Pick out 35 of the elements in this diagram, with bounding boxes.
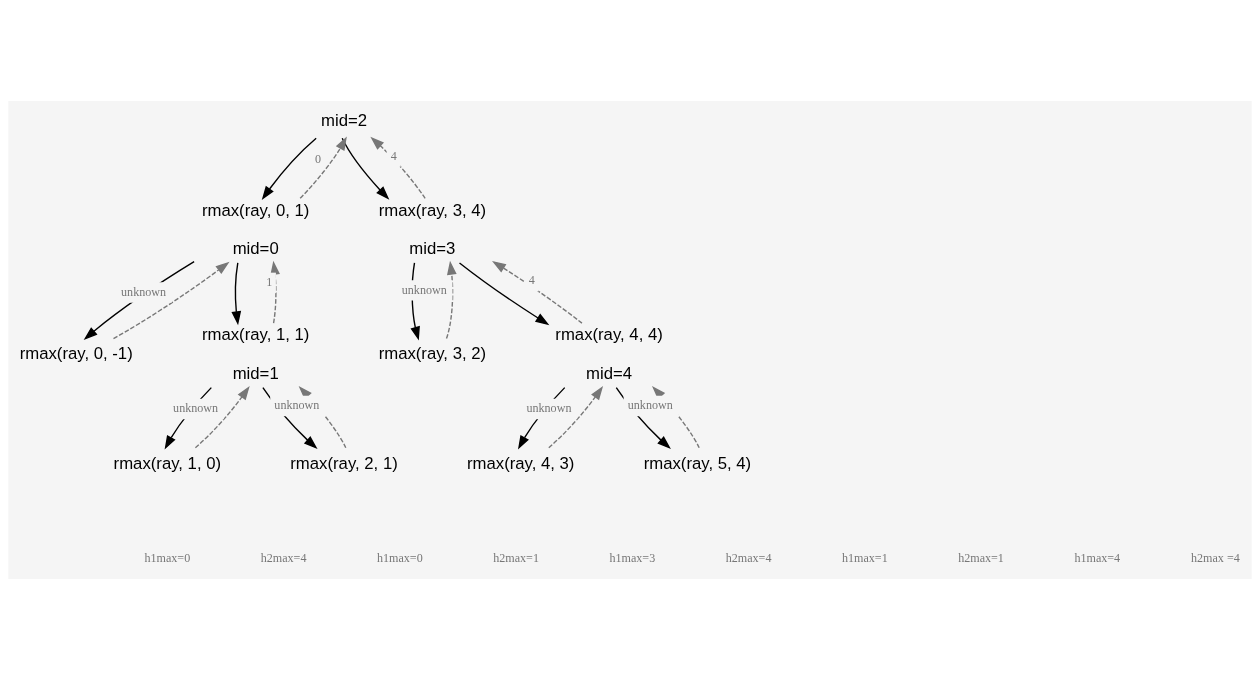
node-text: mid=2 xyxy=(321,110,368,130)
label: h1max=0 xyxy=(376,550,423,565)
node-text: rmax(ray, 5, 4) xyxy=(643,453,752,473)
edge-label: 4 xyxy=(390,148,397,163)
label: h1max=3 xyxy=(609,550,656,565)
edge-label: unknown xyxy=(173,400,219,415)
label: h2max=4 xyxy=(260,550,307,565)
node-text: rmax(ray, 3, 4) xyxy=(378,200,487,220)
label: h2max=1 xyxy=(493,550,539,565)
label: h2max=1 xyxy=(958,550,1004,565)
node-text: rmax(ray, 4, 4) xyxy=(555,324,663,344)
node-text: rmax(ray, 2, 1) xyxy=(290,453,398,473)
node-text: rmax(ray, 1, 0) xyxy=(113,453,222,473)
label: h2max =4 xyxy=(1191,550,1240,565)
label: h1max=0 xyxy=(144,550,191,565)
node-label: mid=0 xyxy=(232,238,279,258)
edge-label: 1 xyxy=(266,274,273,289)
node-text: rmax(ray, 1, 1) xyxy=(201,324,310,344)
node-label: mid=3 xyxy=(409,238,456,258)
edge-label: unknown xyxy=(121,284,167,299)
node-text: rmax(ray, 0, -1) xyxy=(19,343,133,363)
edge-label: 4 xyxy=(528,272,535,287)
label: h1max=1 xyxy=(841,550,888,565)
node-text: rmax(ray, 0, 1) xyxy=(201,200,310,220)
label: h2max=4 xyxy=(725,550,772,565)
node-text: rmax(ray, 3, 2) xyxy=(378,343,487,363)
edge-label: unknown xyxy=(627,397,673,412)
node-label: mid=4 xyxy=(586,363,633,382)
label: h1max=4 xyxy=(1074,550,1121,565)
edge-label: unknown xyxy=(274,397,320,412)
edge-label: 0 xyxy=(315,151,322,166)
node-label: mid=1 xyxy=(232,363,279,382)
edge-label: unknown xyxy=(401,282,447,297)
node-text: rmax(ray, 4, 3) xyxy=(467,453,575,473)
edge-label: unknown xyxy=(526,400,572,415)
